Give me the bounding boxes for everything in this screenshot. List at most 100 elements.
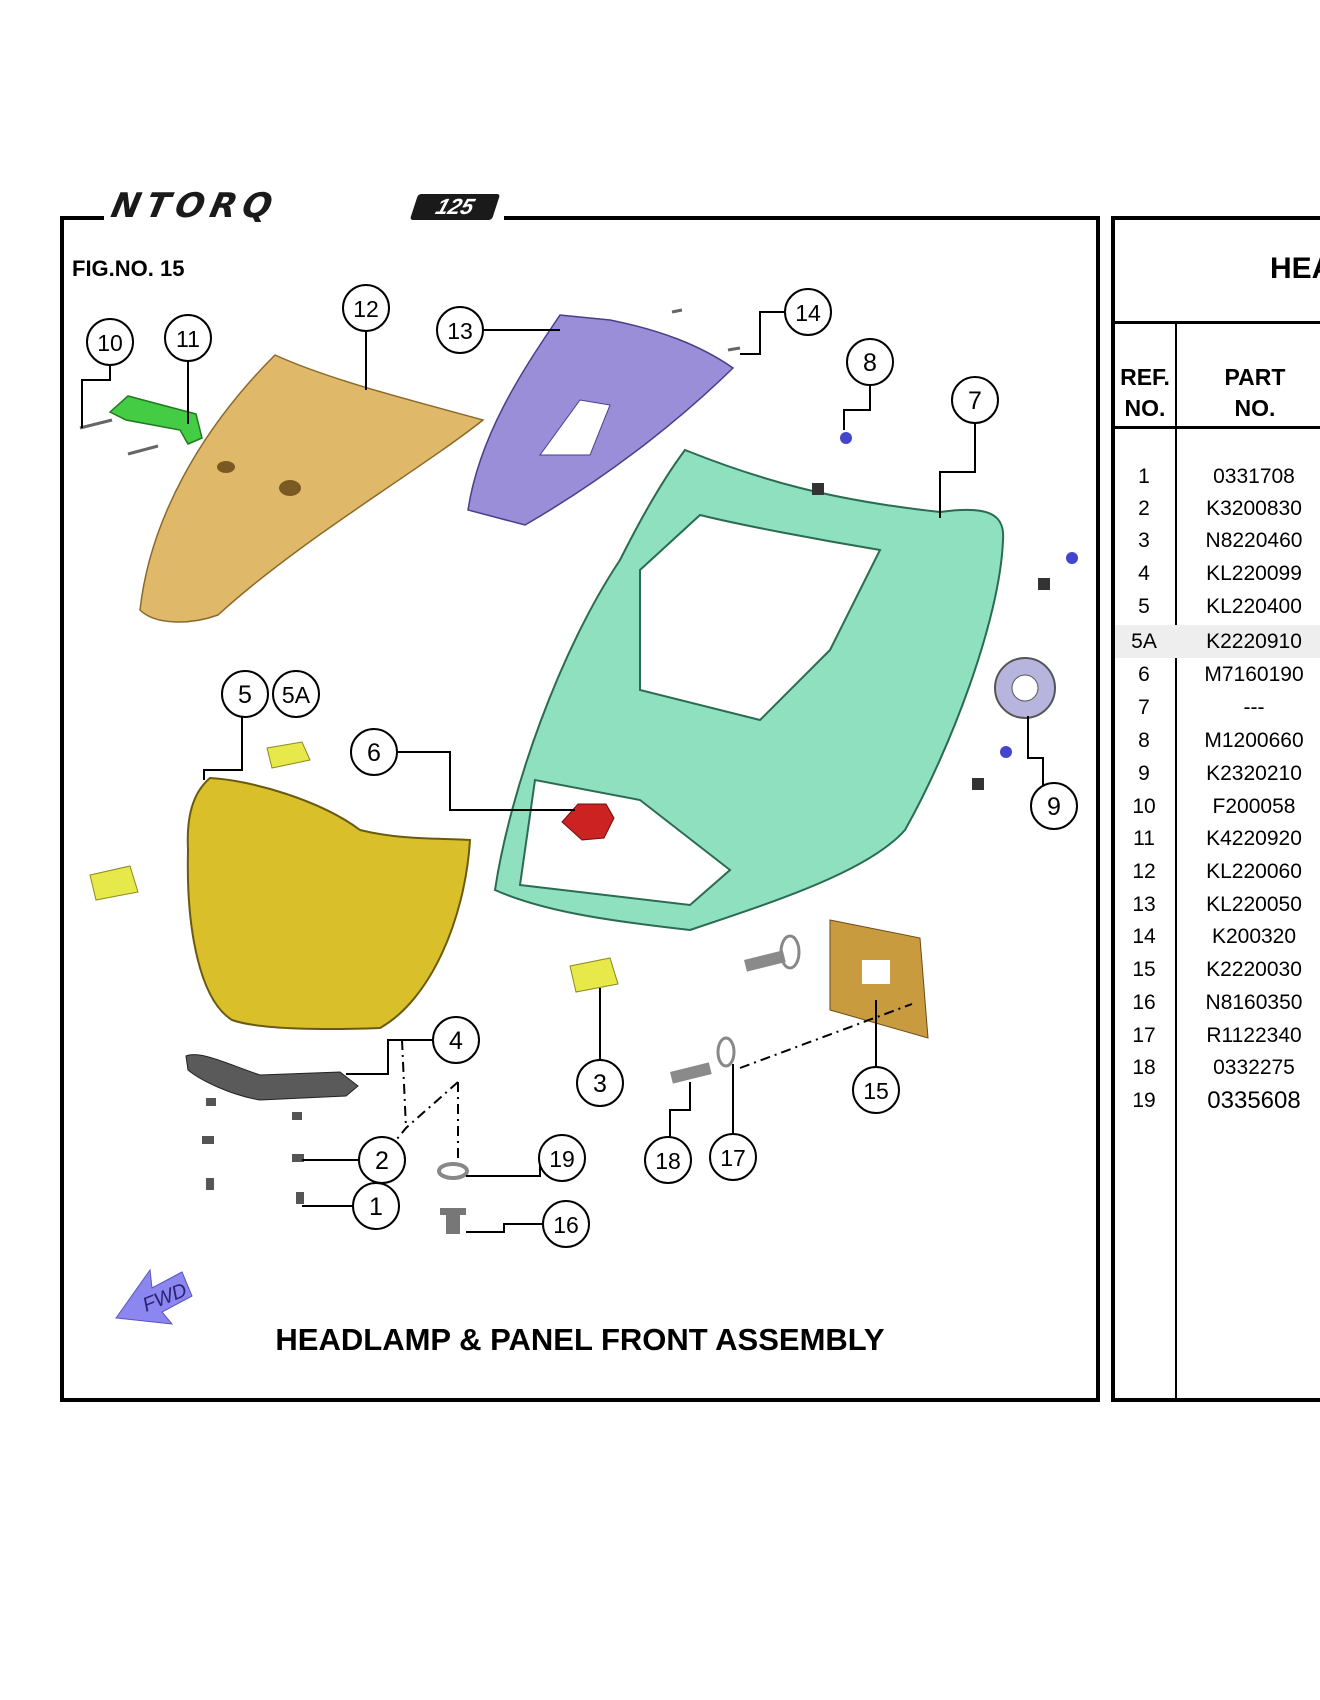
table-divider [1115, 426, 1320, 429]
callout-label: 4 [449, 1027, 463, 1055]
callout-label: 3 [593, 1070, 607, 1098]
callout-label: 11 [176, 326, 200, 352]
leader-line [466, 1223, 546, 1233]
part-no-cell: K200320 [1211, 925, 1297, 948]
nut [1038, 578, 1050, 590]
leader-line [843, 382, 871, 430]
part-no-cell: K2220910 [1206, 630, 1302, 653]
table-row: 13 KL220050 [1115, 888, 1320, 921]
washer [716, 1036, 736, 1068]
callout-circle [644, 1136, 692, 1184]
part-no-cell: M1200660 [1204, 729, 1304, 752]
screw [727, 346, 741, 352]
ref-no-cell: 13 [1132, 893, 1156, 916]
ref-no-cell: 8 [1138, 729, 1150, 752]
callout-label: 8 [863, 349, 877, 377]
ref-no-cell: 1 [1138, 465, 1150, 488]
header-part-no-text: PART NO. [1224, 364, 1286, 421]
callout-circle [358, 1136, 406, 1184]
callout-label: 2 [375, 1147, 389, 1175]
table-row: 12 KL220060 [1115, 855, 1320, 888]
bolt [446, 1210, 460, 1234]
visor-panel [139, 354, 485, 623]
table-row: 3 N8220460 [1115, 524, 1320, 557]
part-no-cell: KL220050 [1206, 893, 1302, 916]
callout-label: 5 [238, 681, 252, 709]
screw-head [1000, 746, 1012, 758]
brand-logo: NTORQ 125 [104, 186, 504, 226]
clip [89, 865, 139, 901]
part-no-cell: KL220099 [1206, 562, 1302, 585]
brand-logo-text: NTORQ [107, 186, 282, 226]
headlamp-holder [108, 395, 203, 445]
callout-label: 5A [282, 682, 311, 708]
callout-label: 9 [1047, 793, 1061, 821]
part-no-cell: F200058 [1212, 795, 1296, 818]
ref-no-cell: 10 [1132, 795, 1156, 818]
ref-no-cell: 15 [1132, 958, 1156, 981]
nut [812, 483, 824, 495]
callout-circle [576, 1059, 624, 1107]
ref-no-cell: 2 [1138, 497, 1150, 520]
dash-dot-line [387, 1081, 459, 1151]
bolt [744, 950, 786, 972]
table-row: 7--- [1115, 691, 1320, 724]
front-panel-opening [639, 513, 882, 722]
table-row: 10 F200058 [1115, 790, 1320, 823]
callout-circle [436, 306, 484, 354]
leader-line [1027, 716, 1044, 788]
screw [127, 444, 159, 456]
visor-hole [279, 480, 301, 496]
bolt [440, 1208, 466, 1215]
ref-no-cell: 3 [1138, 529, 1150, 552]
callout-label: 1 [369, 1193, 383, 1221]
part-no-cell: KL220400 [1206, 595, 1302, 618]
leader-line [740, 311, 784, 355]
leader-line [396, 751, 575, 811]
callout-circle [221, 670, 269, 718]
ref-no-cell: 16 [1132, 991, 1156, 1014]
screw-head [1066, 552, 1078, 564]
fastener [296, 1192, 304, 1204]
leader-line [81, 358, 111, 428]
leader-line [669, 1082, 691, 1140]
part-no-cell: KL220060 [1206, 860, 1302, 883]
table-row: 15 K2220030 [1115, 953, 1320, 986]
figure-frame [60, 216, 1100, 1402]
washer [437, 1162, 469, 1180]
leader-line [939, 424, 976, 518]
header-ref-no-text: REF. NO. [1120, 364, 1170, 421]
callout-label: 18 [655, 1148, 681, 1174]
figure-caption: HEADLAMP & PANEL FRONT ASSEMBLY [275, 1322, 885, 1357]
part-no-cell: N8160350 [1205, 991, 1303, 1014]
callout-circle [164, 314, 212, 362]
washer [779, 934, 801, 970]
clip [569, 957, 619, 993]
fwd-arrow-icon [115, 1268, 193, 1325]
figure-number: FIG.NO. 15 [72, 256, 185, 281]
screw [671, 308, 683, 314]
parts-table-frame [1111, 216, 1320, 1402]
part-no-cell: N8220460 [1205, 529, 1303, 552]
part-no-cell: K4220920 [1206, 827, 1302, 850]
callout-circle [538, 1134, 586, 1182]
visor-hole [217, 461, 235, 473]
header-ref-no: REF. NO. [1115, 362, 1175, 424]
dash-dot-line [739, 1003, 913, 1069]
ref-no-cell: 5A [1131, 630, 1157, 653]
part-no-cell: K2220030 [1206, 958, 1302, 981]
ref-no-cell: 12 [1132, 860, 1156, 883]
table-divider [1115, 321, 1320, 324]
table-row: 5A K2220910 [1115, 625, 1320, 658]
fastener [206, 1098, 216, 1106]
ref-no-cell: 6 [1138, 663, 1150, 686]
bracket-slot [862, 960, 890, 984]
